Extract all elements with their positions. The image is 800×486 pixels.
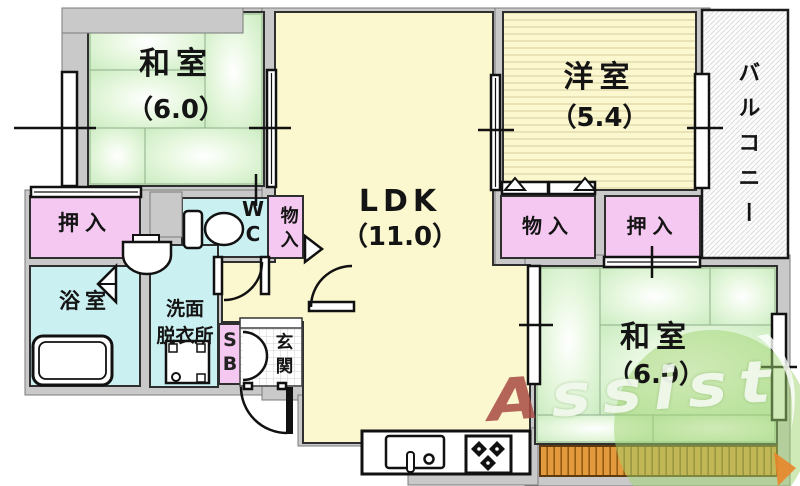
genkan-inner-door [242,330,269,382]
label-washitsu-tl-size: （6.0） [126,95,226,125]
doors [96,255,356,435]
logo-leaf [757,334,795,430]
monoire-door-mark [303,233,325,265]
label-monoire-hall: 物入 [277,206,299,254]
label-oshiire-right: 押入 [626,214,679,238]
room-monoire-hall [267,195,304,259]
logo-graphic [614,330,800,486]
wc-door [223,261,264,302]
label-yokushitsu: 浴室 [59,289,111,313]
label-shoebox: SB [222,329,238,375]
label-senmen-line2: 脱衣所 [156,324,214,347]
label-washitsu-br-size: （6.0） [606,360,706,390]
pipe-shaft [149,191,183,238]
label-genkan: 玄関 [275,333,294,377]
label-youshitsu: 洋室 [563,60,636,95]
label-balcony: バルコニー [734,60,760,236]
dimension-ticks [14,126,797,369]
washing-machine-icon [164,339,211,385]
washbasin-icon [121,234,173,276]
label-ldk: LDK [358,184,442,219]
ldk-hall-door [307,300,356,313]
label-oshiire-tl: 押入 [58,211,112,235]
logo-swoosh [774,452,796,486]
entrance-door-swing [239,386,288,435]
label-youshitsu-size: （5.4） [550,103,649,133]
room-washitsu-top-left [61,7,265,187]
entrance-door-leaf [286,387,293,434]
label-washitsu-br: 和室 [620,320,692,355]
bathtub-icon [31,334,114,387]
room-oshiire-top-left [29,195,141,259]
kitchen-counter [360,429,532,476]
label-ldk-size: （11.0） [341,222,459,252]
label-washitsu-tl: 和室 [139,46,213,82]
room-balcony [700,8,790,260]
logo-circle [614,330,800,486]
room-youshitsu [502,11,697,191]
label-senmen-line1: 洗面 [165,298,204,320]
logo-letter-a: A [485,362,554,435]
closet-door-mark [502,176,528,191]
thick-wall-notch [61,7,244,34]
room-monoire-right [500,195,596,259]
toilet-icon [182,209,245,250]
window-balcony [693,72,711,190]
closet-door-mark [572,176,598,191]
label-wc: WC [242,197,265,246]
label-monoire-right: 物入 [522,214,574,238]
